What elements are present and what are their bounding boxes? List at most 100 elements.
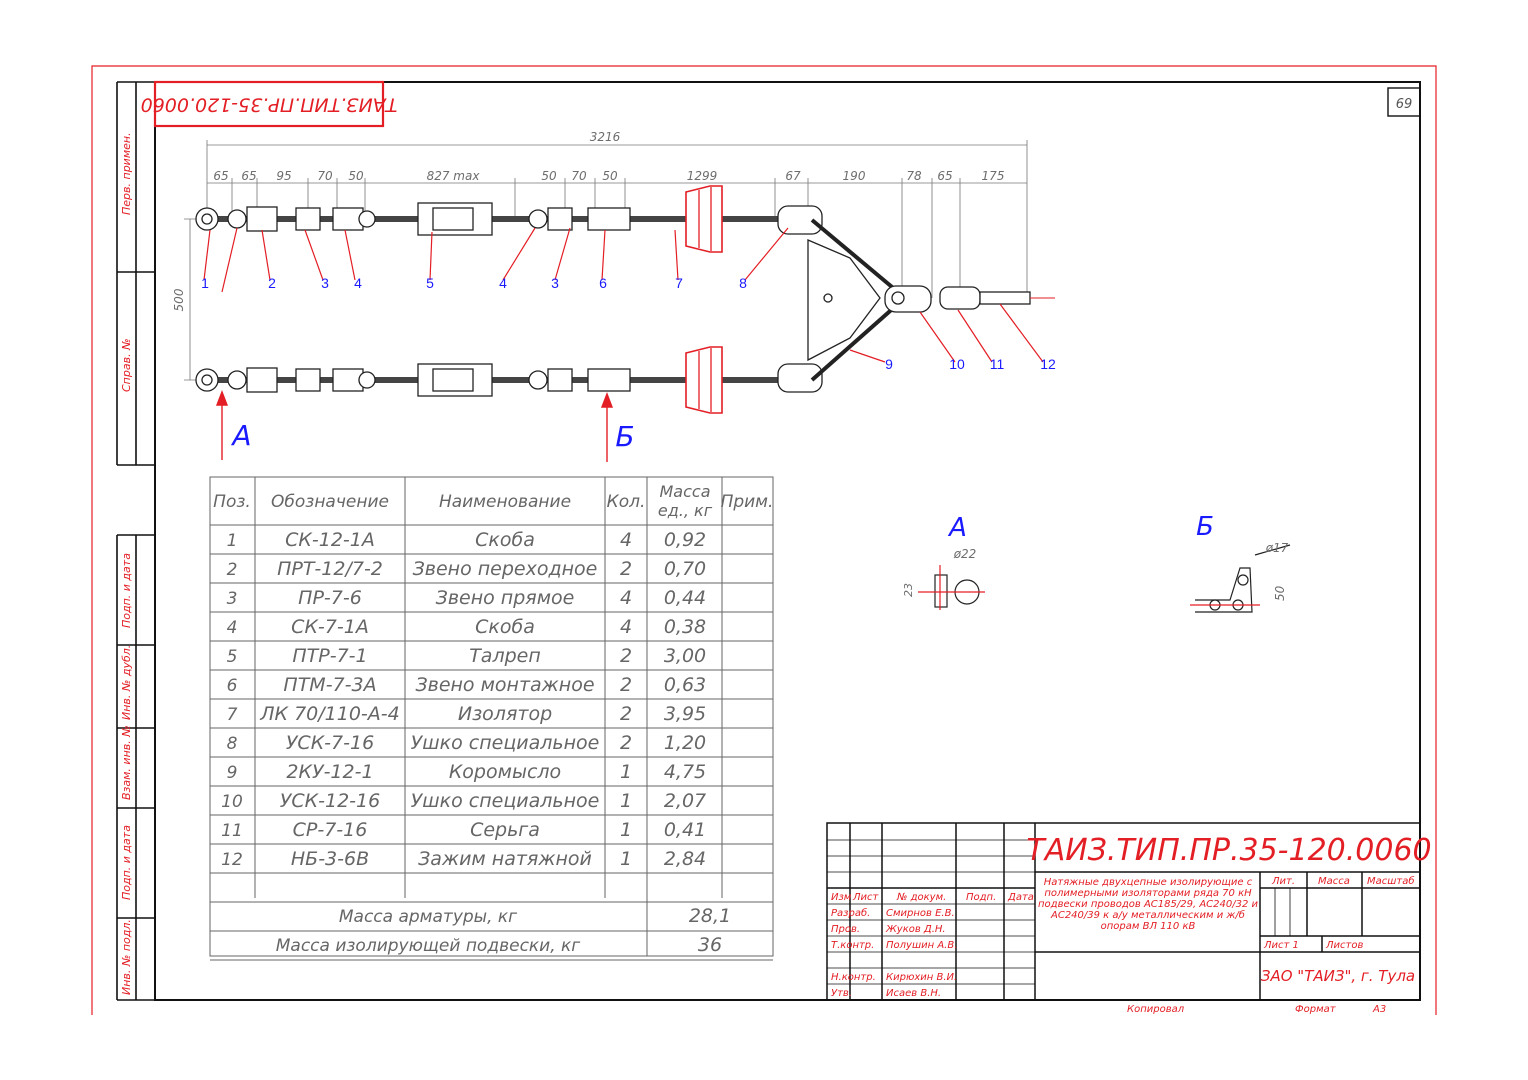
spec-cell: Звено прямое <box>436 587 575 609</box>
callout-6: 6 <box>599 275 607 291</box>
spec-cell: 3 <box>227 589 238 609</box>
mass-label: Масса <box>1318 876 1350 887</box>
detail-a-dia: ø22 <box>953 547 977 561</box>
spec-cell: Звено переходное <box>413 558 598 580</box>
callout-11: 11 <box>990 356 1005 372</box>
title-designation: ТАИЗ.ТИП.ПР.35-120.0060 <box>1026 833 1431 868</box>
spec-cell: 3,95 <box>664 703 706 725</box>
sheet-label: Лист 1 <box>1263 940 1299 951</box>
name-1: Жуков Д.Н. <box>885 924 946 935</box>
spec-cell: Коромысло <box>449 761 561 783</box>
dim-6: 50 <box>541 169 557 183</box>
outer-trim-line <box>91 65 1437 1015</box>
sheet-number: 69 <box>1396 97 1413 112</box>
spec-cell: ЛК 70/110-А-4 <box>259 703 399 725</box>
callout-3b: 3 <box>551 275 559 291</box>
spec-cell: 4,75 <box>664 761 706 783</box>
spec-cell: 5 <box>227 647 238 667</box>
spec-header-3: Кол. <box>607 492 646 512</box>
role-0: Разраб. <box>831 907 870 919</box>
spec-cell: ПТМ-7-3А <box>283 674 376 696</box>
format-label: Формат <box>1295 1004 1337 1015</box>
side-strip <box>116 81 155 1001</box>
yoke-and-clamp <box>807 218 1055 382</box>
lit-label: Лит. <box>1271 876 1295 887</box>
detail-b-title: Б <box>1196 512 1214 542</box>
col-header-doc: № докум. <box>896 892 946 903</box>
spec-cell: 7 <box>227 705 238 725</box>
role-1: Пров. <box>831 924 860 935</box>
spec-cell: СР-7-16 <box>293 819 368 841</box>
side-label-vzam: Взам. инв. № <box>120 725 133 800</box>
callout-9: 9 <box>885 356 893 372</box>
name-2: Полушин А.В. <box>886 940 957 951</box>
dimension-texts: 3216 500 65 65 95 70 50 827 max 50 70 50… <box>172 130 1004 311</box>
spec-cell: 2 <box>620 645 632 667</box>
spec-cell: 12 <box>221 850 243 870</box>
description-line-4: АС240/39 к а/у металлическим и ж/б <box>1050 909 1245 921</box>
spec-cell: Звено монтажное <box>415 674 594 696</box>
callout-8: 8 <box>739 275 747 291</box>
dim-13: 65 <box>937 169 952 183</box>
dim-2: 95 <box>276 169 291 183</box>
spec-cell: 0,41 <box>664 819 706 841</box>
detail-b-height: 50 <box>1273 585 1287 601</box>
spec-cell: 4 <box>620 529 632 551</box>
spec-cell: 1 <box>620 761 632 783</box>
description-line-1: Натяжные двухцепные изолирующие с <box>1044 877 1253 888</box>
format-value: А3 <box>1372 1004 1386 1015</box>
spec-cell: 8 <box>227 734 238 754</box>
role-2: Т.контр. <box>831 940 874 951</box>
spec-cell: ПРТ-12/7-2 <box>277 558 383 580</box>
lower-string <box>195 346 823 414</box>
spec-cell: 2,07 <box>664 790 706 812</box>
mass-fittings-label: Масса арматуры, кг <box>339 907 517 927</box>
spec-cell: 1 <box>227 531 238 551</box>
spec-header-1: Обозначение <box>271 492 389 512</box>
spec-cell: 4 <box>620 616 632 638</box>
view-b-label: Б <box>615 420 634 453</box>
stamp-box <box>153 80 385 128</box>
spec-cell: 0,70 <box>664 558 706 580</box>
callout-3: 3 <box>321 275 329 291</box>
side-label-sprav: Справ. № <box>120 338 133 392</box>
view-arrows <box>215 390 614 462</box>
callout-10: 10 <box>949 356 965 372</box>
spec-cell: Ушко специальное <box>411 732 600 754</box>
spec-cell: 2,84 <box>664 848 706 870</box>
spec-cell: 0,63 <box>664 674 706 696</box>
mass-string-label: Масса изолирующей подвески, кг <box>276 936 581 956</box>
spec-cell: 0,38 <box>664 616 706 638</box>
spec-header-0: Поз. <box>213 492 251 512</box>
copied-label: Копировал <box>1127 1004 1185 1015</box>
spec-cell: 2 <box>227 560 238 580</box>
spec-table-grid <box>209 476 774 961</box>
description-line-5: опорам ВЛ 110 кВ <box>1101 921 1196 932</box>
col-header-izm: Изм <box>831 892 852 903</box>
detail-a-sketch <box>918 565 985 610</box>
spec-cell: 4 <box>227 618 238 638</box>
dim-overall: 3216 <box>590 130 621 144</box>
description-line-3: подвески проводов АС185/29, АС240/32 и <box>1038 899 1258 910</box>
spec-cell: 1 <box>620 819 632 841</box>
dim-3: 70 <box>317 169 333 183</box>
mass-string-value: 36 <box>698 934 722 956</box>
side-label-podp2: Подп. и дата <box>120 825 133 900</box>
spec-cell: Талреп <box>469 645 541 667</box>
spec-cell: 3,00 <box>664 645 706 667</box>
spec-cell: 6 <box>227 676 238 696</box>
spec-cell: УСК-7-16 <box>286 732 374 754</box>
callout-2: 2 <box>268 275 276 291</box>
mass-fittings-value: 28,1 <box>689 905 731 927</box>
spec-cell: Скоба <box>475 529 535 551</box>
callout-7: 7 <box>675 275 683 291</box>
spec-cell: СК-12-1А <box>285 529 375 551</box>
spec-header-5: Прим. <box>721 492 774 512</box>
dim-14: 175 <box>982 169 1005 183</box>
spec-cell: СК-7-1А <box>291 616 369 638</box>
spec-header-2: Наименование <box>439 492 571 512</box>
view-a-label: А <box>230 419 251 452</box>
spec-cell: 2 <box>620 558 632 580</box>
col-header-date: Дата <box>1007 892 1034 903</box>
